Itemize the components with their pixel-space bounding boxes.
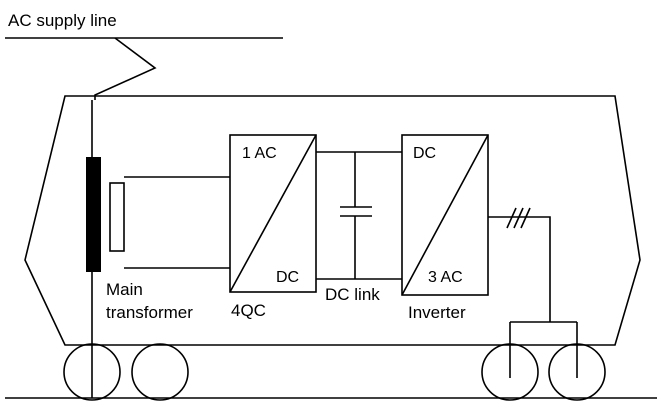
locomotive-body — [24, 95, 641, 346]
inverter-diagonal — [401, 134, 489, 296]
phase-tick-2 — [513, 207, 524, 229]
inverter-output-label: 3 AC — [428, 269, 463, 286]
pantograph — [94, 37, 157, 100]
three-phase-feeder — [488, 216, 551, 322]
wheel-front-2 — [131, 343, 189, 401]
inverter — [401, 134, 489, 296]
4qc-output-label: DC — [276, 269, 299, 286]
converter-4qc-box — [229, 134, 317, 293]
4qc-input-label: 1 AC — [242, 145, 277, 162]
three-phase-output — [488, 207, 578, 378]
transformer-secondary-winding — [109, 182, 125, 252]
inverter-label: Inverter — [408, 303, 466, 322]
phase-tick-3 — [520, 207, 531, 229]
dc-link — [316, 151, 402, 280]
main-transformer — [86, 157, 125, 272]
transformer-label-line2: transformer — [106, 303, 193, 322]
transformer-primary-winding — [86, 157, 101, 272]
dc-link-label: DC link — [325, 285, 380, 304]
transformer-label-line1: Main — [106, 280, 143, 299]
inverter-input-label: DC — [413, 145, 436, 162]
inverter-box — [401, 134, 489, 296]
phase-tick-1 — [506, 207, 517, 229]
converter-4qc — [229, 134, 317, 293]
supply-line-label: AC supply line — [8, 11, 117, 30]
4qc-label: 4QC — [231, 301, 266, 320]
converter-4qc-diagonal — [229, 134, 317, 293]
wheels — [63, 343, 606, 401]
